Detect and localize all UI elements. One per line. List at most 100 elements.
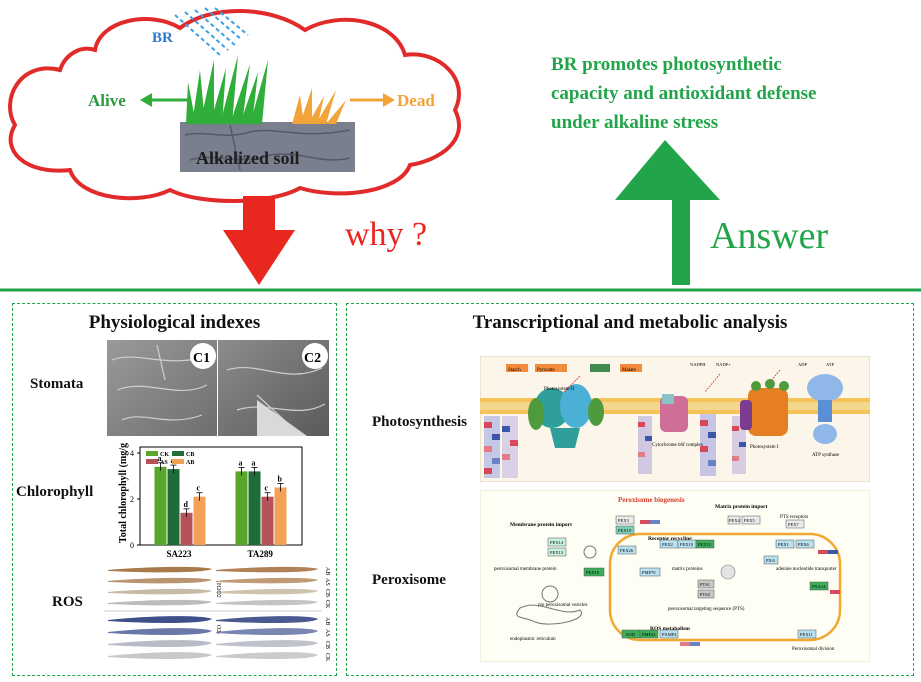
soil-texture (184, 124, 351, 171)
peroxisome-pathway: Peroxisome biogenesis Matrix protein imp… (480, 490, 870, 662)
br-rays (174, 7, 249, 56)
dead-grass-icon (292, 88, 346, 124)
photosystem-ii-icon (528, 384, 604, 448)
ros-group-ab-1: AB (324, 567, 330, 575)
transcriptional-title: Transcriptional and metabolic analysis (472, 312, 788, 333)
photo-pyruvate: Pyruvate (537, 368, 556, 373)
perox-er: endoplasmic reticulum (510, 637, 556, 642)
y-tick-label: 2 (130, 495, 134, 504)
ros-group-ck-2: CK (324, 653, 330, 662)
perox-receptor-recycling: Receptor recycling (648, 536, 692, 542)
answer-up-arrow-icon (615, 140, 720, 285)
perox-heatmap-blips (640, 520, 840, 646)
perox-pex6: PEX6 (798, 542, 810, 547)
ros-group-ck-1: CK (324, 600, 330, 609)
photo-heatmap-right (732, 416, 746, 474)
row-label-stomata: Stomata (30, 376, 84, 392)
photo-malate: Malate (622, 368, 637, 373)
legend-swatch-as (146, 459, 158, 464)
peroxisome-outline (608, 532, 842, 642)
perox-pex5: PEX5 (744, 518, 756, 523)
photo-heatmap-left (484, 416, 518, 478)
sig-letter: c (265, 484, 269, 493)
conclusion-line-2: capacity and antioxidant defense (551, 83, 817, 104)
photo-atpsyn: ATP synthase (812, 453, 840, 458)
perox-ros-metab: ROS metabolism (650, 626, 690, 632)
cloud-shape (8, 9, 461, 203)
stomata-tag-c1: C1 (193, 351, 210, 366)
y-tick-label: 4 (130, 449, 134, 458)
photosynthesis-pathway: Starch Pyruvate Malate NADPH NADP+ ADP A… (480, 356, 870, 482)
ros-group-cb-1: CB (324, 589, 330, 597)
legend-label-ck: CK (160, 452, 169, 458)
photo-ps1: Photosystem I (750, 445, 779, 450)
ros-group-as-1: AS (324, 578, 330, 586)
sig-letter: b (278, 475, 283, 484)
perox-pxmp4: PXMP4 (662, 632, 677, 637)
physiological-title: Physiological indexes (88, 312, 261, 333)
photo-starch: Starch (508, 368, 521, 373)
dead-arrow-icon (383, 93, 395, 107)
legend-swatch-ab (172, 459, 184, 464)
atp-synthase-icon (807, 374, 843, 444)
soil-label: Alkalized soil (196, 148, 300, 168)
transcriptional-panel (346, 303, 914, 676)
perox-title: Peroxisome biogenesis (618, 496, 685, 504)
row-label-photosynthesis: Photosynthesis (372, 414, 468, 430)
perox-pex1: PEX1 (778, 542, 789, 547)
perox-pts2: PTS2 (700, 592, 710, 597)
sig-letter: d (184, 500, 189, 509)
perox-pex7: PEX7 (788, 522, 800, 527)
perox-matrix-proteins: matrix proteins (672, 567, 702, 572)
br-label: BR (152, 30, 173, 46)
perox-pex10: PEX10 (680, 542, 694, 547)
bar-ck-sa223 (154, 466, 167, 545)
bar-cb-sa223 (167, 469, 180, 545)
photo-atp: ATP (826, 362, 834, 367)
perox-pex2: PEX2 (662, 542, 673, 547)
y-tick-label: 0 (130, 541, 134, 550)
perox-pts: peroxisomal targeting sequence (PTS) (668, 607, 745, 612)
cytochrome-icon (660, 394, 688, 432)
stomata-images: C1 C2 (107, 340, 329, 436)
perox-pmp22: PMP22 (642, 632, 656, 637)
o2-leaves (108, 616, 318, 660)
legend-label-as: AS (160, 460, 168, 466)
dead-label: Dead (397, 91, 435, 110)
legend-label-ab: AB (186, 460, 194, 466)
perox-pex4: PEX4 (729, 518, 741, 523)
answer-label: Answer (710, 215, 829, 257)
photo-ps2: Photosystem II (544, 387, 574, 392)
legend-swatch-cb (172, 451, 184, 456)
chart-ylabel: Total chlorophyll (mg/g) (118, 443, 129, 543)
x-tick-label: TA289 (248, 549, 274, 559)
alive-arrow-icon (140, 93, 152, 107)
perox-division: Peroxisomal division (792, 647, 835, 652)
sig-letter: a (158, 454, 162, 463)
perox-pxa: PXA (766, 558, 776, 563)
perox-pex16: PEX16 (586, 570, 600, 575)
perox-sod: SOD (626, 632, 636, 637)
alive-label: Alive (88, 91, 126, 110)
sig-letter: a (239, 458, 243, 467)
bar-cb-ta289 (248, 471, 261, 545)
row-label-chlorophyll: Chlorophyll (16, 484, 94, 500)
bar-ab-sa223 (193, 496, 206, 545)
ros-group-as-2: AS (324, 629, 330, 637)
perox-pmp70: PMP70 (642, 570, 656, 575)
bar-as-sa223 (180, 512, 193, 545)
chlorophyll-chart: Total chlorophyll (mg/g) 024 aadcaacb CK… (118, 443, 303, 559)
photo-cyt: Cytochrome b6f complex (652, 443, 704, 448)
perox-matrix-import: Matrix protein import (715, 504, 768, 510)
h2o2-leaves (108, 566, 318, 606)
legend-swatch-ck (146, 451, 158, 456)
perox-pxa14: PXA14 (812, 584, 826, 589)
bar-ck-ta289 (235, 471, 248, 545)
photo-nadp: NADP+ (716, 362, 731, 367)
sig-letter: c (197, 484, 201, 493)
perox-membrane-import: Membrane protein import (510, 522, 572, 528)
photo-nadph: NADPH (690, 362, 706, 367)
row-label-peroxisome: Peroxisome (372, 572, 446, 588)
stomata-tag-c2: C2 (304, 351, 321, 366)
ros-stain-h2o2: H2O2 (215, 583, 221, 598)
